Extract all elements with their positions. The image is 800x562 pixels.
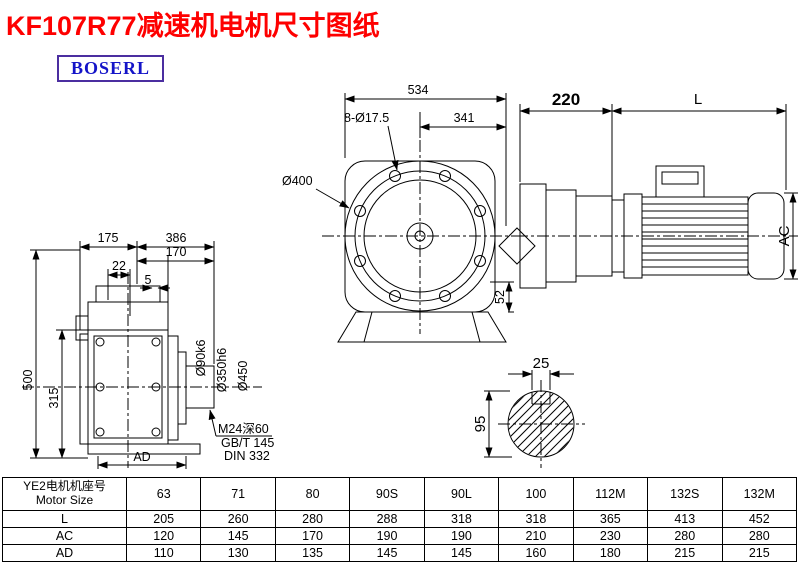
brand-logo: BOSERL (57, 55, 165, 82)
table-cell: 135 (274, 544, 351, 562)
dim-25: 25 (533, 355, 550, 372)
table-cell: 215 (721, 544, 797, 562)
table-cell: 230 (572, 527, 649, 545)
table-cell: 318 (423, 510, 500, 528)
dim-22: 22 (112, 259, 126, 273)
dim-spigot-diameter: Ø350h6 (215, 348, 229, 393)
table-cell: 190 (423, 527, 500, 545)
table-row: AD 110 130 135 145 145 160 180 215 215 (2, 544, 797, 562)
table-cell: 170 (274, 527, 351, 545)
table-header-cn: YE2电机机座号 (23, 479, 106, 494)
table-cell: 130 (200, 544, 276, 562)
table-cell: 280 (721, 527, 797, 545)
page-title: KF107R77减速机电机尺寸图纸 (6, 11, 380, 41)
output-side-view (22, 272, 262, 468)
col-header: 132M (721, 477, 797, 511)
table-corner-header: YE2电机机座号 Motor Size (2, 477, 127, 511)
motor-dimensions: 220 L AC (519, 90, 798, 280)
col-header: 132S (647, 477, 723, 511)
dim-500: 500 (21, 370, 35, 391)
col-header: 100 (498, 477, 574, 511)
table-header-row: YE2电机机座号 Motor Size 63 71 80 90S 90L 100… (2, 477, 797, 511)
table-cell: 145 (349, 544, 425, 562)
dim-534: 534 (408, 83, 429, 97)
dim-175: 175 (98, 231, 119, 245)
table-header-en: Motor Size (35, 493, 94, 507)
table-cell: 452 (721, 510, 797, 528)
dim-220: 220 (552, 90, 580, 109)
front-view (322, 140, 536, 343)
dim-flange-diameter: Ø450 (236, 361, 250, 392)
table-cell: 318 (498, 510, 574, 528)
table-cell: 365 (572, 510, 649, 528)
note-din-standard: DIN 332 (224, 449, 270, 463)
table-cell: 120 (125, 527, 202, 545)
table-cell: 190 (349, 527, 425, 545)
note-tapped-hole: M24深60 (218, 422, 269, 436)
table-cell: 180 (572, 544, 649, 562)
dim-shaft-diameter: Ø90k6 (194, 340, 208, 377)
table-cell: 145 (423, 544, 500, 562)
table-cell: 288 (349, 510, 425, 528)
table-cell: 145 (200, 527, 276, 545)
dim-5: 5 (145, 273, 152, 287)
col-header: 63 (125, 477, 202, 511)
table-cell: 260 (200, 510, 276, 528)
dim-L: L (694, 91, 702, 108)
table-cell: 280 (274, 510, 351, 528)
row-header: AC (2, 527, 127, 545)
dim-d400: Ø400 (282, 174, 313, 188)
dim-315: 315 (47, 388, 61, 409)
note-gbt-standard: GB/T 145 (221, 436, 274, 450)
dim-95: 95 (472, 416, 489, 433)
col-header: 80 (274, 477, 351, 511)
table-cell: 215 (647, 544, 723, 562)
table-row: L 205 260 280 288 318 318 365 413 452 (2, 510, 797, 528)
shaft-section-dimensions: 25 95 (472, 355, 574, 458)
dim-52: 52 (493, 290, 507, 304)
output-view-dimensions: 175 386 170 22 5 500 315 AD Ø90k6 Ø350h6… (21, 231, 274, 469)
table-cell: 280 (647, 527, 723, 545)
table-cell: 210 (498, 527, 574, 545)
col-header: 112M (572, 477, 649, 511)
table-cell: 413 (647, 510, 723, 528)
table-cell: 160 (498, 544, 574, 562)
row-header: L (2, 510, 127, 528)
dim-AD: AD (133, 450, 150, 464)
col-header: 90S (349, 477, 425, 511)
dim-bolt-holes: 8-Ø17.5 (344, 111, 389, 125)
technical-drawing: 534 341 8-Ø17.5 Ø400 52 (21, 83, 798, 469)
dim-AC: AC (776, 225, 793, 246)
motor-size-table: YE2电机机座号 Motor Size 63 71 80 90S 90L 100… (2, 477, 797, 562)
dim-341: 341 (454, 111, 475, 125)
row-header: AD (2, 544, 127, 562)
front-view-dimensions: 534 341 8-Ø17.5 Ø400 52 (282, 83, 514, 313)
dim-386: 386 (166, 231, 187, 245)
motor-side-view (516, 165, 798, 289)
table-cell: 110 (125, 544, 202, 562)
col-header: 90L (423, 477, 500, 511)
table-row: AC 120 145 170 190 190 210 230 280 280 (2, 527, 797, 545)
table-cell: 205 (125, 510, 202, 528)
col-header: 71 (200, 477, 276, 511)
dim-170: 170 (166, 245, 187, 259)
